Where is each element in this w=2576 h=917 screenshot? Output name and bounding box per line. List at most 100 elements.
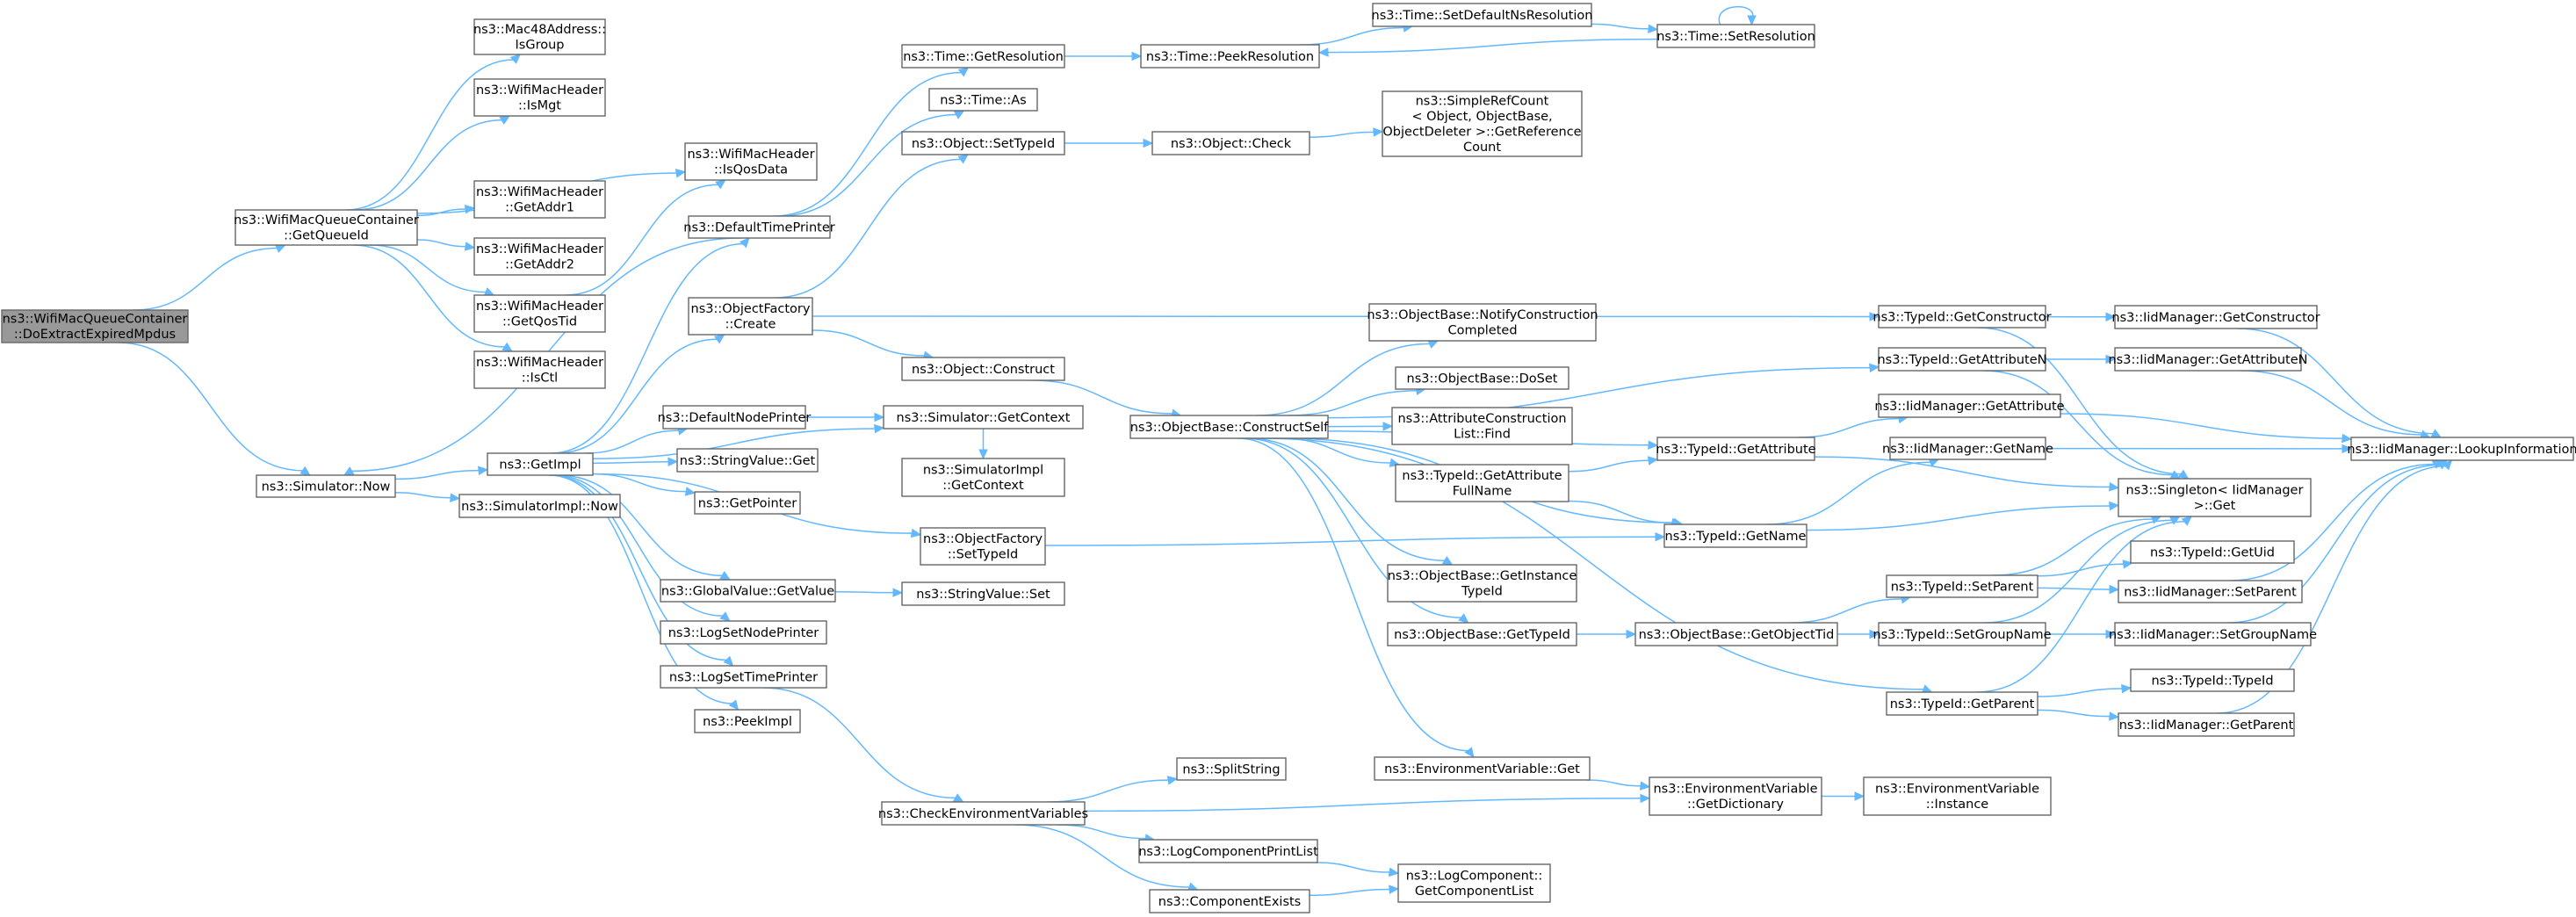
node-notify-construction-completed[interactable]: ns3::ObjectBase::NotifyConstructionCompl… (1367, 303, 1598, 342)
edge-sim-now-to-sim-impl-now (394, 492, 461, 502)
node-box (1663, 523, 1808, 548)
node-type-id-get-parent[interactable]: ns3::TypeId::GetParent (1886, 691, 2038, 716)
node-label: ns3::StringValue::Get (680, 454, 816, 468)
node-get-impl[interactable]: ns3::GetImpl (487, 452, 594, 476)
node-get-object-tid[interactable]: ns3::ObjectBase::GetObjectTid (1634, 622, 1838, 646)
node-type-id-get-attribute[interactable]: ns3::TypeId::GetAttribute (1656, 437, 1816, 461)
node-get-addr1[interactable]: ns3::WifiMacHeader::GetAddr1 (473, 180, 606, 219)
node-env-var-get-dictionary[interactable]: ns3::EnvironmentVariable::GetDictionary (1649, 776, 1822, 816)
node-label: ns3::WifiMacQueueContainer (234, 213, 419, 227)
node-split-string[interactable]: ns3::SplitString (1176, 757, 1287, 781)
edge-line (2229, 463, 2435, 581)
node-sim-now[interactable]: ns3::Simulator::Now (256, 474, 396, 498)
node-label: IsGroup (516, 39, 565, 53)
node-label: ObjectDeleter >::GetReference (1382, 126, 1581, 140)
node-is-qos-data[interactable]: ns3::WifiMacHeader::IsQosData (684, 142, 818, 181)
node-sim-impl-get-context[interactable]: ns3::SimulatorImpl::GetContext (901, 458, 1065, 497)
node-get-queue-id[interactable]: ns3::WifiMacQueueContainer::GetQueueId (234, 209, 419, 246)
node-peek-impl[interactable]: ns3::PeekImpl (694, 709, 801, 733)
node-component-exists[interactable]: ns3::ComponentExists (1149, 889, 1310, 913)
node-sim-get-context[interactable]: ns3::Simulator::GetContext (883, 405, 1084, 430)
node-obj-factory-set-type-id[interactable]: ns3::ObjectFactory::SetTypeId (920, 527, 1046, 566)
node-simple-ref-count[interactable]: ns3::SimpleRefCount< Object, ObjectBase,… (1382, 90, 1583, 157)
edge-get-qos-tid-to-is-qos-data (565, 179, 726, 296)
node-get-addr2[interactable]: ns3::WifiMacHeader::GetAddr2 (473, 237, 606, 276)
node-log-set-time-printer[interactable]: ns3::LogSetTimePrinter (660, 665, 827, 689)
node-lookup-information[interactable]: ns3::IidManager::LookupInformation (2347, 437, 2576, 461)
edge-line (565, 184, 719, 296)
edge-arrowhead (1626, 629, 1637, 639)
edge-check-env-vars-to-split-string (1047, 776, 1179, 803)
node-is-ctl[interactable]: ns3::WifiMacHeader::IsCtl (473, 350, 606, 389)
node-object-construct[interactable]: ns3::Object::Construct (901, 357, 1065, 381)
node-obj-factory-create[interactable]: ns3::ObjectFactory::Create (688, 297, 813, 336)
node-is-group[interactable]: ns3::Mac48Address::IsGroup (473, 18, 606, 55)
node-is-mgt[interactable]: ns3::WifiMacHeader::IsMgt (473, 78, 606, 117)
node-type-id-set-group-name[interactable]: ns3::TypeId::SetGroupName (1872, 622, 2052, 646)
edge-arrowhead (1373, 127, 1384, 137)
node-iid-set-group-name[interactable]: ns3::IidManager::SetGroupName (2109, 622, 2317, 646)
node-time-get-resolution[interactable]: ns3::Time::GetResolution (901, 44, 1065, 69)
node-label: ns3::Time::SetResolution (1656, 30, 1815, 44)
node-object-check[interactable]: ns3::Object::Check (1151, 131, 1310, 155)
node-construct-self[interactable]: ns3::ObjectBase::ConstructSelf (1129, 415, 1329, 439)
edges-layer (118, 5, 2453, 897)
node-type-id-set-parent[interactable]: ns3::TypeId::SetParent (1886, 574, 2038, 598)
node-global-value-get-value[interactable]: ns3::GlobalValue::GetValue (660, 579, 836, 603)
node-label: ns3::TypeId::SetGroupName (1872, 628, 2051, 642)
edge-arrowhead (2105, 312, 2117, 322)
node-env-var-instance[interactable]: ns3::EnvironmentVariable::Instance (1863, 776, 2052, 816)
node-box (1878, 622, 2046, 646)
edge-line (1326, 38, 1658, 54)
node-log-component-print-list[interactable]: ns3::LogComponentPrintList (1138, 839, 1318, 863)
node-type-id-get-uid[interactable]: ns3::TypeId::GetUid (2130, 540, 2295, 564)
edge-construct-self-to-object-base-get-type-id (1243, 437, 1469, 624)
node-label: ::IsCtl (522, 372, 558, 386)
node-box (688, 215, 831, 239)
node-label: ns3::ObjectBase::ConstructSelf (1130, 421, 1329, 435)
node-string-value-get[interactable]: ns3::StringValue::Get (676, 448, 819, 473)
node-iid-get-attribute[interactable]: ns3::IidManager::GetAttribute (1874, 394, 2065, 418)
node-default-node-printer[interactable]: ns3::DefaultNodePrinter (658, 405, 812, 430)
node-log-component-get-list[interactable]: ns3::LogComponent::GetComponentList (1397, 863, 1551, 903)
node-string-value-set[interactable]: ns3::StringValue::Set (901, 581, 1065, 606)
edge-line (118, 342, 304, 472)
node-set-default-ns-resolution[interactable]: ns3::Time::SetDefaultNsResolution (1372, 3, 1593, 27)
node-default-time-printer[interactable]: ns3::DefaultTimePrinter (683, 215, 835, 239)
edge-type-id-get-name-to-iid-get-name (1765, 458, 1940, 525)
node-box (901, 44, 1065, 69)
node-iid-get-name[interactable]: ns3::IidManager::GetName (1882, 437, 2053, 460)
edge-line (416, 239, 467, 248)
node-label: ns3::ObjectBase::GetInstance (1388, 569, 1577, 583)
node-get-pointer[interactable]: ns3::GetPointer (694, 491, 801, 515)
node-sim-impl-now[interactable]: ns3::SimulatorImpl::Now (458, 494, 621, 518)
node-iid-get-attribute-n[interactable]: ns3::IidManager::GetAttributeN (2108, 347, 2308, 372)
node-singleton-get[interactable]: ns3::Singleton< IidManager>::Get (2118, 478, 2312, 517)
node-time-peek-resolution[interactable]: ns3::Time::PeekResolution (1140, 44, 1320, 69)
node-label: ns3::ObjectBase::DoSet (1407, 372, 1558, 386)
node-type-id-get-name[interactable]: ns3::TypeId::GetName (1663, 523, 1808, 548)
node-object-base-get-type-id[interactable]: ns3::ObjectBase::GetTypeId (1387, 622, 1577, 646)
node-type-id-get-constructor[interactable]: ns3::TypeId::GetConstructor (1872, 305, 2052, 329)
node-do-set[interactable]: ns3::ObjectBase::DoSet (1395, 366, 1569, 390)
node-type-id-type-id[interactable]: ns3::TypeId::TypeId (2130, 668, 2295, 692)
node-label: ::GetQueueId (284, 229, 369, 243)
node-root[interactable]: ns3::WifiMacQueueContainer::DoExtractExp… (1, 309, 189, 343)
node-iid-get-parent[interactable]: ns3::IidManager::GetParent (2118, 712, 2295, 737)
node-get-qos-tid[interactable]: ns3::WifiMacHeader::GetQosTid (473, 294, 606, 333)
node-log-set-node-printer[interactable]: ns3::LogSetNodePrinter (660, 620, 827, 645)
node-time-as[interactable]: ns3::Time::As (928, 88, 1038, 112)
edge-arrowhead (1869, 312, 1880, 321)
node-object-set-type-id[interactable]: ns3::Object::SetTypeId (901, 131, 1065, 155)
node-iid-set-parent[interactable]: ns3::IidManager::SetParent (2118, 580, 2303, 603)
node-type-id-get-attribute-n[interactable]: ns3::TypeId::GetAttributeN (1877, 347, 2047, 372)
edge-get-impl-to-default-node-printer (585, 426, 689, 454)
node-iid-get-constructor[interactable]: ns3::IidManager::GetConstructor (2111, 305, 2320, 329)
node-time-set-resolution[interactable]: ns3::Time::SetResolution (1656, 24, 1815, 48)
node-check-env-vars[interactable]: ns3::CheckEnvironmentVariables (878, 801, 1088, 826)
edge-arrowhead (1747, 15, 1757, 26)
node-env-var-get[interactable]: ns3::EnvironmentVariable::Get (1374, 756, 1591, 781)
